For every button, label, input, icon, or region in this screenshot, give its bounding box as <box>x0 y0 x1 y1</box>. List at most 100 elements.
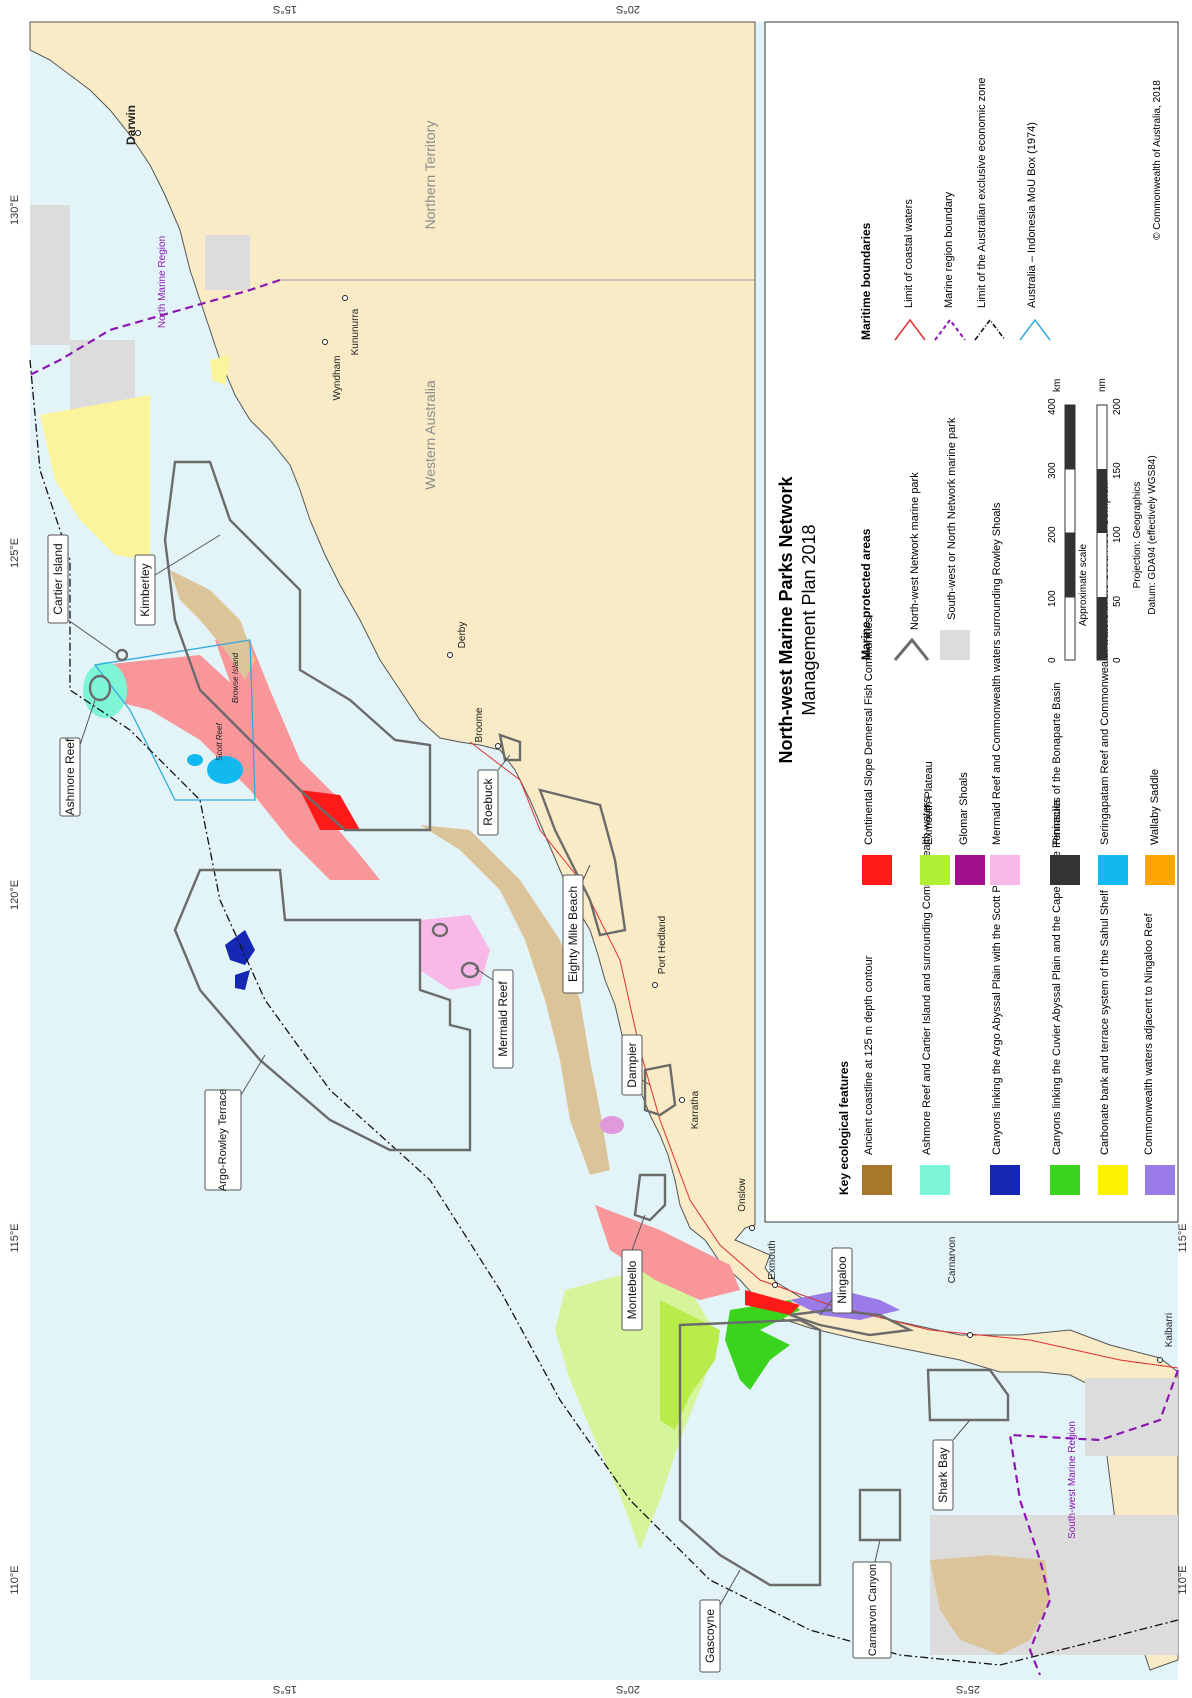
lat-label-top-15: 15°S <box>273 3 297 15</box>
svg-text:Roebuck: Roebuck <box>481 777 495 825</box>
svg-text:Cartier Island: Cartier Island <box>51 543 65 614</box>
boundaries-heading: Maritime boundaries <box>859 222 873 340</box>
label-gascoyne[interactable]: Gascoyne <box>699 1569 741 1673</box>
svg-text:Mermaid Reef: Mermaid Reef <box>496 981 510 1057</box>
lat-label-bottom-15: 15°S <box>273 1683 297 1695</box>
park-outline-mermaid-2 <box>431 922 449 938</box>
svg-text:400: 400 <box>1047 398 1058 415</box>
region-northern-territory: Northern Territory <box>422 121 438 230</box>
svg-text:Wallaby Saddle: Wallaby Saddle <box>1149 769 1161 845</box>
label-cartier-island[interactable]: Cartier Island <box>47 534 119 656</box>
svg-text:Ningaloo: Ningaloo <box>835 1256 849 1304</box>
place-kalbarri: Kalbarri <box>1164 1313 1175 1347</box>
island-scott-reef: Scott Reef <box>215 723 224 761</box>
sw-network-park-1 <box>1085 1378 1178 1456</box>
svg-text:Canyons linking the Cuvier Aby: Canyons linking the Cuvier Abyssal Plain… <box>1051 799 1063 1155</box>
svg-text:Approximate scale: Approximate scale <box>1078 543 1089 626</box>
svg-text:Dampier: Dampier <box>625 1042 639 1087</box>
region-western-australia: Western Australia <box>422 380 438 490</box>
svg-text:Mermaid Reef and Commonwealth: Mermaid Reef and Commonwealth waters sur… <box>991 502 1003 845</box>
label-dampier[interactable]: Dampier <box>621 1034 651 1096</box>
svg-text:100: 100 <box>1047 590 1058 607</box>
label-ashmore-reef[interactable]: Ashmore Reef <box>59 699 96 817</box>
place-exmouth: Exmouth <box>767 1240 778 1279</box>
svg-text:Continental Slope Demersal Fis: Continental Slope Demersal Fish Communit… <box>863 616 875 845</box>
place-carnarvon: Carnarvon <box>947 1237 958 1284</box>
svg-text:Eighty Mile Beach: Eighty Mile Beach <box>566 886 580 982</box>
label-ningaloo[interactable]: Ningaloo <box>819 1247 853 1316</box>
region-north-marine: North Marine Region <box>157 236 168 328</box>
label-argo-rowley-terrace[interactable]: Argo-Rowley Terrace <box>204 1054 266 1192</box>
svg-text:300: 300 <box>1047 462 1058 479</box>
park-outline-kimberley <box>163 460 432 832</box>
svg-text:Ashmore Reef: Ashmore Reef <box>63 738 77 815</box>
ancient-coastline-north <box>420 825 610 1175</box>
land-australia <box>29 21 1179 1671</box>
glomar-shoals <box>600 1116 624 1134</box>
boundary-swatch-eez <box>974 318 1006 341</box>
mou-box <box>93 639 256 801</box>
svg-text:Carnarvon Canyon: Carnarvon Canyon <box>867 1564 879 1656</box>
region-south-west-marine: South-west Marine Region <box>1067 1421 1078 1539</box>
label-roebuck[interactable]: Roebuck <box>477 754 511 836</box>
boundary-label-mou: Australia – Indonesia MoU Box (1974) <box>1026 122 1038 308</box>
park-outline-carnarvon-canyon <box>858 1488 902 1542</box>
island-browse: Browse Island <box>231 652 240 703</box>
place-derby: Derby <box>457 622 468 649</box>
lon-label-left-120: 120°E <box>9 880 21 910</box>
label-shark-bay[interactable]: Shark Bay <box>932 1419 971 1511</box>
lon-label-left-110: 110°E <box>9 1565 21 1594</box>
svg-text:Kimberley: Kimberley <box>138 563 152 616</box>
label-montebello[interactable]: Montebello <box>621 1214 646 1331</box>
lon-label-right-115: 115°E <box>1177 1223 1189 1252</box>
boundary-swatch-mou <box>1019 318 1051 341</box>
svg-text:Canyons linking the Argo Abyss: Canyons linking the Argo Abyssal Plain w… <box>991 855 1003 1155</box>
svg-text:100: 100 <box>1112 526 1123 543</box>
svg-text:nm: nm <box>1097 378 1108 392</box>
lat-label-bottom-25: 25°S <box>956 1683 980 1695</box>
ancient-coastline-sw <box>930 1555 1050 1655</box>
boundary-label-coastal: Limit of coastal waters <box>903 199 915 308</box>
label-carnarvon-canyon[interactable]: Carnarvon Canyon <box>852 1539 892 1659</box>
continental-slope-red-2 <box>745 1290 800 1315</box>
svg-text:Montebello: Montebello <box>625 1260 639 1319</box>
lon-label-left-125: 125°E <box>9 538 21 568</box>
continental-slope-strip <box>215 640 340 810</box>
svg-text:Gascoyne: Gascoyne <box>703 1609 717 1663</box>
place-port-hedland: Port Hedland <box>657 916 668 974</box>
label-eighty-mile-beach[interactable]: Eighty Mile Beach <box>562 864 591 994</box>
mpa-nw-label: North-west Network marine park <box>909 472 921 630</box>
svg-text:Projection: Geographics: Projection: Geographics <box>1132 482 1143 589</box>
kef-col1: Ancient coastline at 125 m depth contour… <box>862 797 1175 1195</box>
park-outline-argo-rowley <box>173 868 472 1152</box>
lat-label-bottom-20: 20°S <box>616 1683 640 1695</box>
carbonate-bank-sahul-2 <box>210 355 230 385</box>
copyright: © Commonwealth of Australia, 2018 <box>1152 80 1163 240</box>
label-mermaid-reef[interactable]: Mermaid Reef <box>474 967 514 1069</box>
svg-text:0: 0 <box>1112 657 1123 663</box>
exmouth-plateau-dark <box>660 1300 720 1430</box>
boundary-label-marine-region: Marine region boundary <box>943 191 955 308</box>
argo-canyons <box>225 930 255 965</box>
svg-text:Argo-Rowley Terrace: Argo-Rowley Terrace <box>217 1089 229 1192</box>
park-outline-dampier <box>643 1063 677 1117</box>
mpa-other-swatch <box>940 630 970 660</box>
mpa-heading: Marine protected areas <box>859 528 873 660</box>
svg-text:50: 50 <box>1112 595 1123 607</box>
park-outline-eighty-mile <box>538 788 627 937</box>
place-broome: Broome <box>474 707 485 742</box>
north-network-park-1 <box>30 205 70 345</box>
kef-heading: Key ecological features <box>837 1061 851 1195</box>
marine-region-boundary-north <box>29 278 281 376</box>
lat-label-top-20: 20°S <box>616 3 640 15</box>
argo-canyons-2 <box>235 970 250 990</box>
svg-text:Ancient coastline at 125 m dep: Ancient coastline at 125 m depth contour <box>863 955 875 1155</box>
boundary-swatch-coastal <box>894 318 926 341</box>
boundary-label-eez: Limit of the Australian exclusive econom… <box>976 77 988 308</box>
mermaid-reef-kef <box>420 915 490 990</box>
lon-label-left-115: 115°E <box>9 1223 21 1252</box>
boundary-swatch-marine-region <box>934 318 966 341</box>
mpa-nw-swatch <box>893 637 930 661</box>
label-kimberley[interactable]: Kimberley <box>134 534 221 626</box>
